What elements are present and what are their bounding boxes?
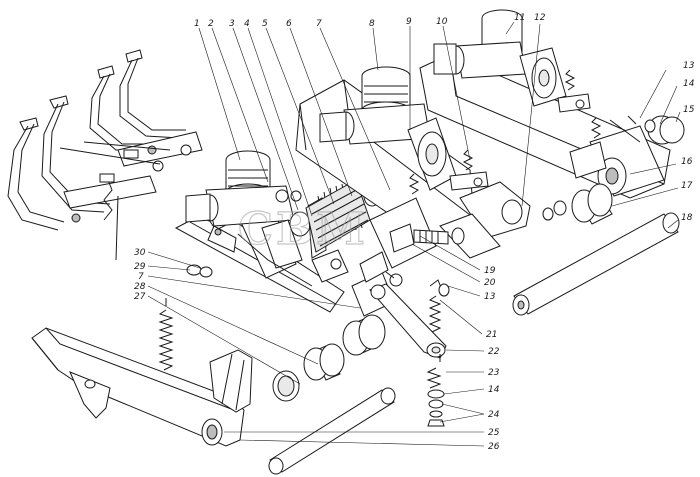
intermediate-lever (369, 271, 450, 427)
callout-20: 20 (484, 278, 496, 288)
cross-shaft (512, 212, 680, 316)
callout-6: 6 (286, 19, 292, 29)
callout-1: 1 (194, 19, 200, 29)
callout-25: 25 (488, 428, 500, 438)
callout-7b: 7 (138, 272, 144, 282)
right-pedal-bracket (419, 53, 671, 199)
master-cylinder-right (433, 9, 591, 113)
callout-27: 27 (134, 292, 146, 302)
callout-15: 15 (683, 105, 695, 115)
callout-2: 2 (208, 19, 214, 29)
callout-4: 4 (244, 19, 250, 29)
clutch-pedal-lever (31, 327, 253, 447)
bushings (272, 314, 386, 402)
pedal-shaft (268, 387, 396, 475)
return-spring-left (158, 264, 213, 371)
callout-7: 7 (316, 19, 322, 29)
callout-24: 24 (488, 410, 500, 420)
callout-22: 22 (488, 347, 500, 357)
callout-8: 8 (369, 19, 375, 29)
callout-26: 26 (488, 442, 500, 452)
leader-lines (147, 21, 681, 447)
callout-29: 29 (134, 262, 146, 272)
callout-13: 13 (683, 61, 695, 71)
callout-17: 17 (681, 181, 693, 191)
callout-labels: 1 2 3 4 5 6 7 8 9 10 11 12 13 14 15 16 1… (134, 13, 695, 452)
callout-18: 18 (681, 213, 693, 223)
lower-right-lever (413, 181, 531, 259)
callout-14b: 14 (488, 385, 500, 395)
small-springs (408, 69, 641, 195)
callout-9: 9 (406, 17, 412, 27)
callout-14: 14 (683, 79, 695, 89)
callout-28: 28 (134, 282, 146, 292)
watermark: СВМ (238, 204, 368, 255)
callout-10: 10 (436, 17, 448, 27)
rings (542, 115, 685, 225)
callout-16: 16 (681, 157, 693, 167)
callout-30: 30 (134, 248, 146, 258)
callout-19: 19 (484, 266, 496, 276)
callout-5: 5 (262, 19, 268, 29)
callout-3: 3 (229, 19, 235, 29)
callout-12: 12 (534, 13, 546, 23)
master-cylinder-center (319, 66, 489, 191)
overview-pedal-assembly (7, 49, 203, 261)
callout-11: 11 (514, 13, 525, 23)
callout-21: 21 (486, 330, 497, 340)
callout-23: 23 (488, 368, 500, 378)
master-cylinder-left (185, 150, 302, 253)
callout-13b: 13 (484, 292, 496, 302)
